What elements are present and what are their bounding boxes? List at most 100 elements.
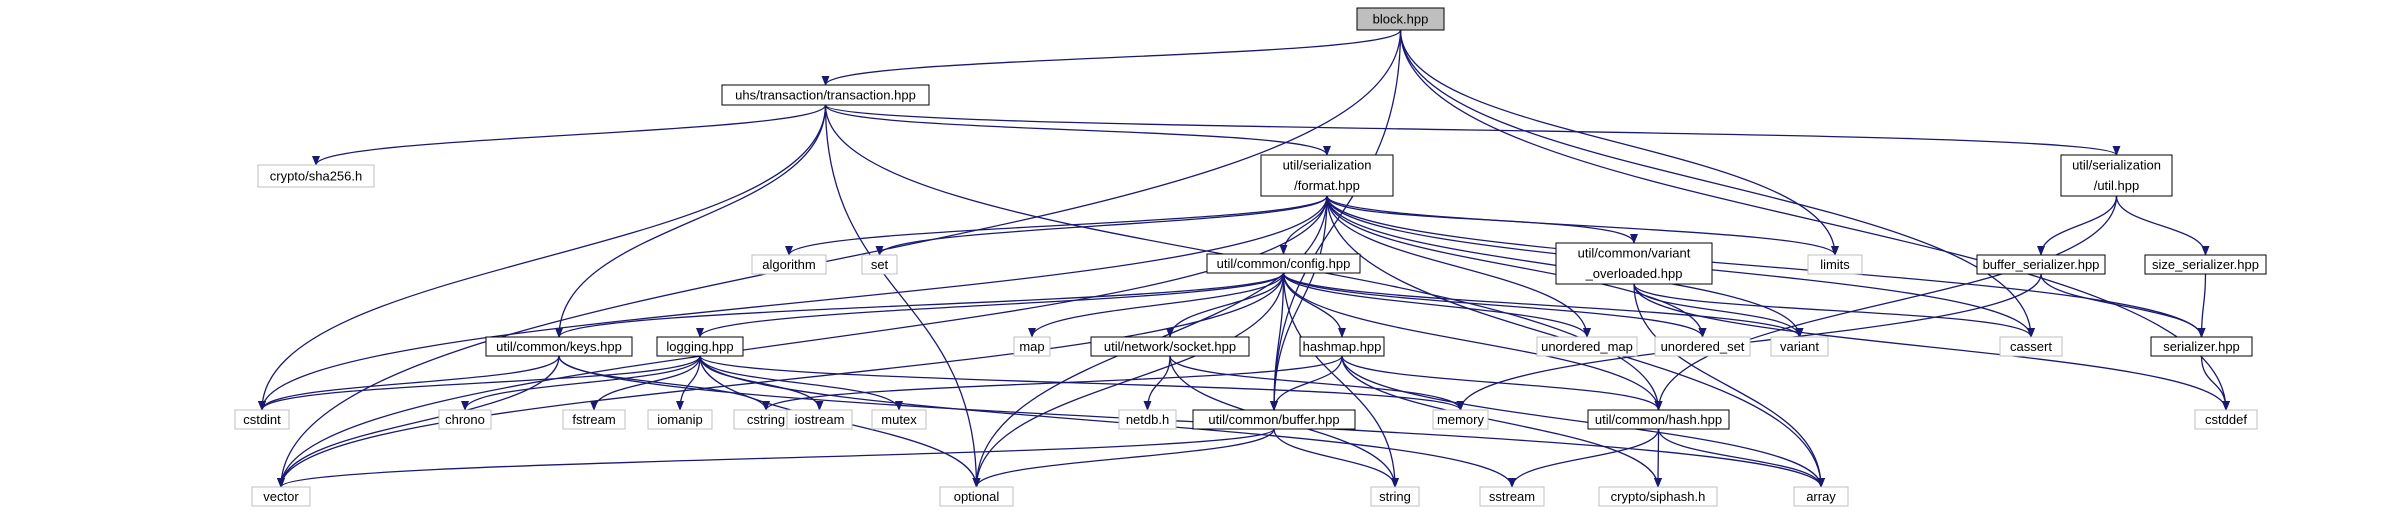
node-label: vector (263, 489, 299, 504)
node-box (2060, 154, 2173, 197)
node-string: string (1370, 486, 1420, 507)
edge-variant_overloaded-to-cassert (1633, 283, 2035, 338)
edge-config-to-buffer (1270, 272, 1285, 411)
node-cstddef: cstddef (2194, 409, 2258, 430)
edge-config-to-hashmap (1282, 272, 1346, 338)
node-box (1260, 154, 1394, 197)
node-label: cstddef (2205, 412, 2247, 427)
node-sha256: crypto/sha256.h (257, 164, 375, 188)
edge-config-to-unordered_set (1282, 272, 1707, 338)
edge-buffer-to-vector (277, 428, 1275, 488)
node-buffer-serializer[interactable]: buffer_serializer.hpp (1976, 254, 2106, 275)
node-chrono: chrono (438, 409, 492, 430)
node-label: iostream (795, 412, 845, 427)
node-box (562, 409, 626, 430)
node-mutex: mutex (871, 409, 927, 430)
node-label: limits (1820, 257, 1850, 272)
edge-logging-to-memory (699, 355, 1465, 411)
node-size-serializer[interactable]: size_serializer.hpp (2144, 254, 2267, 275)
node-label: util/common/keys.hpp (496, 339, 622, 354)
edge-block-to-cassert (1399, 29, 2035, 338)
node-box (861, 254, 898, 275)
node-box (1370, 486, 1420, 507)
edge-variant_overloaded-to-variant (1633, 283, 1804, 338)
edge-config-to-hash (1282, 272, 1663, 411)
node-label: crypto/sha256.h (270, 168, 363, 183)
node-format[interactable]: util/serialization/format.hpp (1260, 154, 1394, 197)
node-variant-overloaded[interactable]: util/common/variant_overloaded.hpp (1555, 242, 1713, 285)
edge-util_hpp-to-hash (1654, 195, 2118, 411)
edge-block-to-limits (1399, 29, 1839, 256)
node-box (485, 336, 633, 357)
node-label: size_serializer.hpp (2152, 257, 2259, 272)
edge-config-to-logging (696, 272, 1285, 338)
edge-block-to-buffer (1270, 29, 1402, 411)
node-buffer[interactable]: util/common/buffer.hpp (1192, 409, 1356, 430)
edge-util_hpp-to-size_serializer (2115, 195, 2210, 256)
node-label: util/common/config.hpp (1217, 256, 1351, 271)
node-box (1356, 7, 1445, 31)
edge-variant_overloaded-to-array (1633, 283, 1825, 488)
node-label: /util.hpp (2094, 178, 2140, 193)
node-cstdint: cstdint (234, 409, 290, 430)
node-label: buffer_serializer.hpp (1983, 257, 2100, 272)
node-box (1432, 409, 1489, 430)
node-label: mutex (881, 412, 917, 427)
node-fstream: fstream (562, 409, 626, 430)
edge-config-to-vector (277, 272, 1285, 488)
edge-buffer_serializer-to-serializer (2040, 273, 2206, 338)
edge-format-to-vector (277, 195, 1328, 488)
node-label: optional (954, 489, 1000, 504)
node-label: variant (1780, 339, 1819, 354)
edge-hash-to-siphash (1654, 428, 1663, 488)
node-label: cassert (2010, 339, 2052, 354)
edge-transaction-to-sha256 (312, 104, 827, 166)
edge-hash-to-sstream (1508, 428, 1660, 488)
node-serializer[interactable]: serializer.hpp (2150, 336, 2253, 357)
edge-logging-to-mutex (699, 355, 903, 411)
edge-transaction-to-keys (555, 104, 827, 338)
node-logging[interactable]: logging.hpp (656, 336, 744, 357)
edge-block-to-transaction (821, 29, 1402, 86)
node-label: uhs/transaction/transaction.hpp (735, 87, 916, 102)
edge-hashmap-to-buffer (1270, 355, 1343, 411)
node-vector: vector (251, 486, 311, 507)
edge-format-to-set (875, 195, 1328, 256)
node-box (234, 409, 290, 430)
node-box (438, 409, 492, 430)
node-transaction[interactable]: uhs/transaction/transaction.hpp (721, 84, 930, 106)
node-hashmap[interactable]: hashmap.hpp (1299, 336, 1385, 357)
node-unordered-set: unordered_set (1654, 336, 1751, 357)
node-block[interactable]: block.hpp (1356, 7, 1445, 31)
node-box (871, 409, 927, 430)
node-label: cstdint (243, 412, 281, 427)
node-keys[interactable]: util/common/keys.hpp (485, 336, 633, 357)
node-label: serializer.hpp (2163, 339, 2240, 354)
node-cassert: cassert (1999, 336, 2063, 357)
node-label: util/common/buffer.hpp (1208, 412, 1339, 427)
node-label: memory (1437, 412, 1484, 427)
node-util-hpp[interactable]: util/serialization/util.hpp (2060, 154, 2173, 197)
node-label: block.hpp (1373, 11, 1429, 26)
edge-format-to-algorithm (785, 195, 1328, 256)
node-box (1090, 336, 1250, 357)
node-label: unordered_map (1541, 339, 1633, 354)
node-box (251, 486, 311, 507)
node-hash[interactable]: util/common/hash.hpp (1587, 409, 1730, 430)
edge-logging-to-sstream (699, 355, 1516, 488)
node-label: netdb.h (1126, 412, 1169, 427)
edge-hashmap-to-array (1341, 355, 1825, 488)
node-label: set (871, 257, 889, 272)
edge-buffer-to-string (1273, 428, 1399, 488)
node-unordered-map: unordered_map (1536, 336, 1638, 357)
node-label: _overloaded.hpp (1585, 266, 1683, 281)
nodes-layer: block.hpp uhs/transaction/transaction.hpp… (234, 7, 2267, 507)
node-box (1192, 409, 1356, 430)
edge-logging-to-cstdint (258, 355, 701, 411)
node-box (1118, 409, 1177, 430)
edge-transaction-to-format (824, 104, 1331, 156)
node-config[interactable]: util/common/config.hpp (1206, 253, 1361, 274)
node-box (2144, 254, 2267, 275)
node-label: logging.hpp (666, 339, 733, 354)
node-socket[interactable]: util/network/socket.hpp (1090, 336, 1250, 357)
